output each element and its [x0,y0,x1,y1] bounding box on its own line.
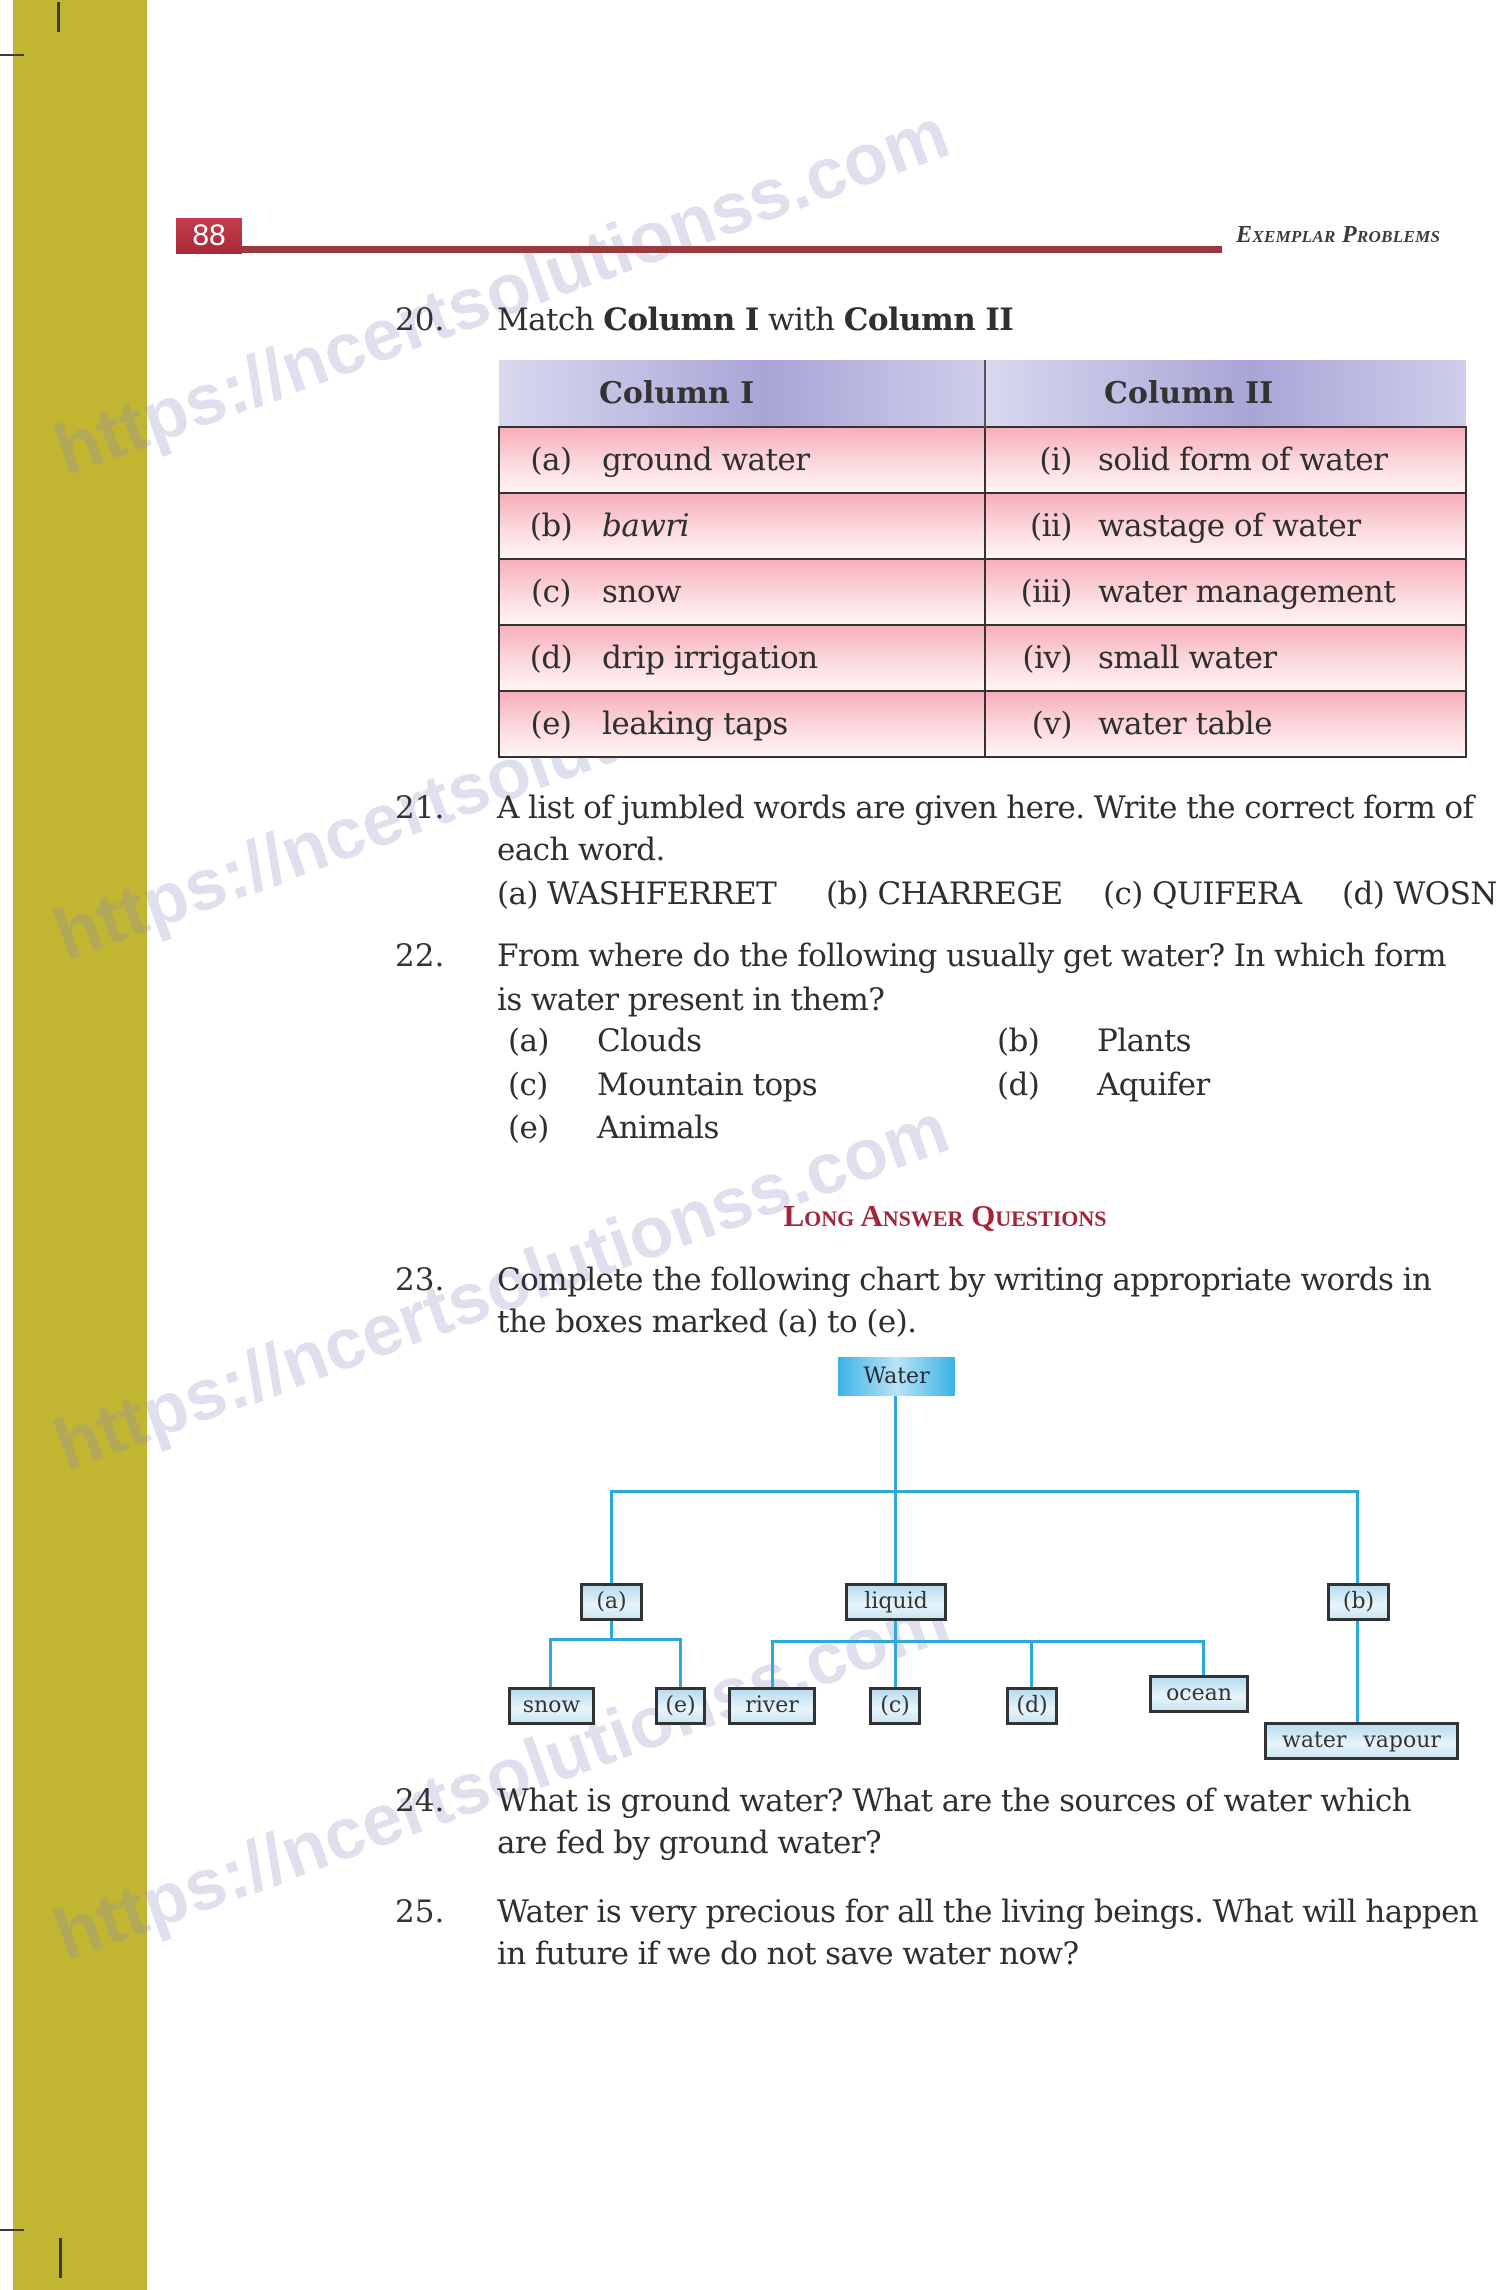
question-number: 25. [395,1894,445,1930]
option-label: (a) [508,1023,549,1059]
question-text: Water is very precious for all the livin… [497,1894,1479,1930]
chart-node: ocean [1149,1675,1249,1713]
running-head: Exemplar Problems [1236,222,1441,248]
table-row: (b)bawri (ii)wastage of water [498,492,1467,560]
jumbled-word: (d) WOSN [1342,876,1497,912]
chart-node: snow [508,1687,595,1725]
option-text: Animals [597,1110,719,1146]
header-rule [242,246,1222,253]
crop-mark [0,54,24,56]
option-label: (b) [997,1023,1040,1059]
connector-line [1202,1640,1205,1675]
left-color-band [13,0,147,2290]
table-row: (e)leaking taps (v)water table [498,690,1467,758]
question-text: is water present in them? [497,982,885,1018]
crop-mark [59,2238,62,2278]
question-number: 20. [395,302,445,338]
option-label: (e) [508,1110,549,1146]
connector-line [610,1490,613,1584]
option-label: (d) [997,1067,1040,1103]
question-text: What is ground water? What are the sourc… [497,1783,1412,1819]
table-row: (c)snow (iii)water management [498,558,1467,626]
connector-line [549,1638,552,1687]
connector-line [549,1638,681,1641]
question-number: 22. [395,938,445,974]
jumbled-word: (a) WASHFERRET [497,876,777,912]
option-text: Aquifer [1097,1067,1210,1103]
connector-line [1030,1640,1033,1687]
chart-node: (d) [1006,1687,1058,1725]
connector-line [610,1620,613,1640]
connector-line [894,1620,897,1687]
page-number: 88 [176,218,242,254]
connector-line [1356,1490,1359,1584]
chart-node: river [728,1687,816,1725]
connector-line [771,1640,774,1687]
chart-node: (b) [1327,1583,1390,1621]
column-header: Column II [985,360,1466,427]
question-number: 21. [395,790,445,826]
option-text: Mountain tops [597,1067,818,1103]
option-text: Clouds [597,1023,702,1059]
column-header: Column I [499,360,986,427]
connector-line [771,1640,1205,1643]
question-text: are fed by ground water? [497,1825,882,1861]
chart-node: (e) [655,1687,706,1725]
option-text: Plants [1097,1023,1192,1059]
question-text: Match Column I with Column II [497,302,1014,338]
chart-node: (a) [580,1583,643,1621]
section-heading: Long Answer Questions [783,1198,1107,1233]
chart-node: water vapour [1264,1722,1459,1760]
connector-line [610,1490,1359,1493]
chart-node: (c) [869,1687,921,1725]
connector-line [1356,1620,1359,1722]
question-number: 24. [395,1783,445,1819]
question-text: Complete the following chart by writing … [497,1262,1432,1298]
jumbled-word: (c) QUIFERA [1103,876,1302,912]
question-number: 23. [395,1262,445,1298]
crop-mark [57,2,60,32]
connector-line [679,1638,682,1687]
question-text: each word. [497,832,665,868]
table-row: (a)ground water (i)solid form of water [498,426,1467,494]
table-row: (d)drip irrigation (iv)small water [498,624,1467,692]
table-header-row: Column I Column II [499,360,1466,427]
question-text: in future if we do not save water now? [497,1936,1079,1972]
question-text: the boxes marked (a) to (e). [497,1304,917,1340]
question-text: From where do the following usually get … [497,938,1447,974]
chart-node: liquid [845,1583,947,1621]
chart-node-root: Water [838,1357,955,1396]
option-label: (c) [508,1067,548,1103]
jumbled-word: (b) CHARREGE [826,876,1063,912]
question-text: A list of jumbled words are given here. … [497,790,1474,826]
crop-mark [0,2229,24,2231]
match-table: Column I Column II (a)ground water (i)so… [498,360,1467,758]
